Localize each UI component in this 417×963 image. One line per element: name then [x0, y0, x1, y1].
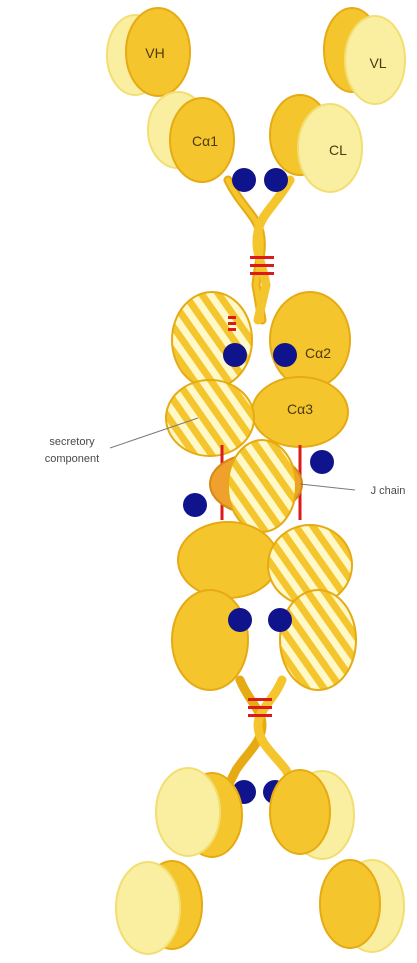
- carbohydrate-icon: [232, 168, 256, 192]
- carbohydrate-icon: [310, 450, 334, 474]
- lower-heavy-ca3-left: [178, 522, 278, 598]
- lower-right-heavy-v: [320, 860, 380, 948]
- label-ca2: Cα2: [305, 345, 331, 361]
- lower-heavy-ca2-right: [280, 590, 356, 690]
- carbohydrate-icon: [264, 168, 288, 192]
- upper-heavy-ca2-right: [270, 292, 350, 388]
- annotation-secretory-line2: component: [45, 453, 99, 465]
- j-chain-pointer: [300, 484, 355, 490]
- lower-left-light-c: [156, 768, 220, 856]
- annotation-j-chain: J chain: [371, 485, 406, 497]
- carbohydrate-icon: [228, 608, 252, 632]
- upper-fc-disulfide-bond: [228, 316, 236, 331]
- secretory-component-segment: [166, 380, 254, 456]
- carbohydrate-icon: [273, 343, 297, 367]
- label-vl: VL: [369, 55, 386, 71]
- lower-left-light-v: [116, 862, 180, 954]
- lower-right-heavy-c: [270, 770, 330, 854]
- secretory-component-center: [228, 440, 296, 532]
- upper-hinge-disulfide-bonds: [250, 256, 274, 275]
- label-ca1: Cα1: [192, 133, 218, 149]
- lower-hinge-disulfide-bonds: [248, 698, 272, 717]
- carbohydrate-icon: [223, 343, 247, 367]
- label-ca3: Cα3: [287, 401, 313, 417]
- upper-heavy-ca2-left: [172, 292, 252, 388]
- annotation-secretory-line1: secretory: [49, 436, 95, 448]
- label-vh: VH: [145, 45, 164, 61]
- carbohydrate-icon: [268, 608, 292, 632]
- label-cl: CL: [329, 142, 347, 158]
- lower-heavy-ca2-left: [172, 590, 248, 690]
- carbohydrate-icon: [183, 493, 207, 517]
